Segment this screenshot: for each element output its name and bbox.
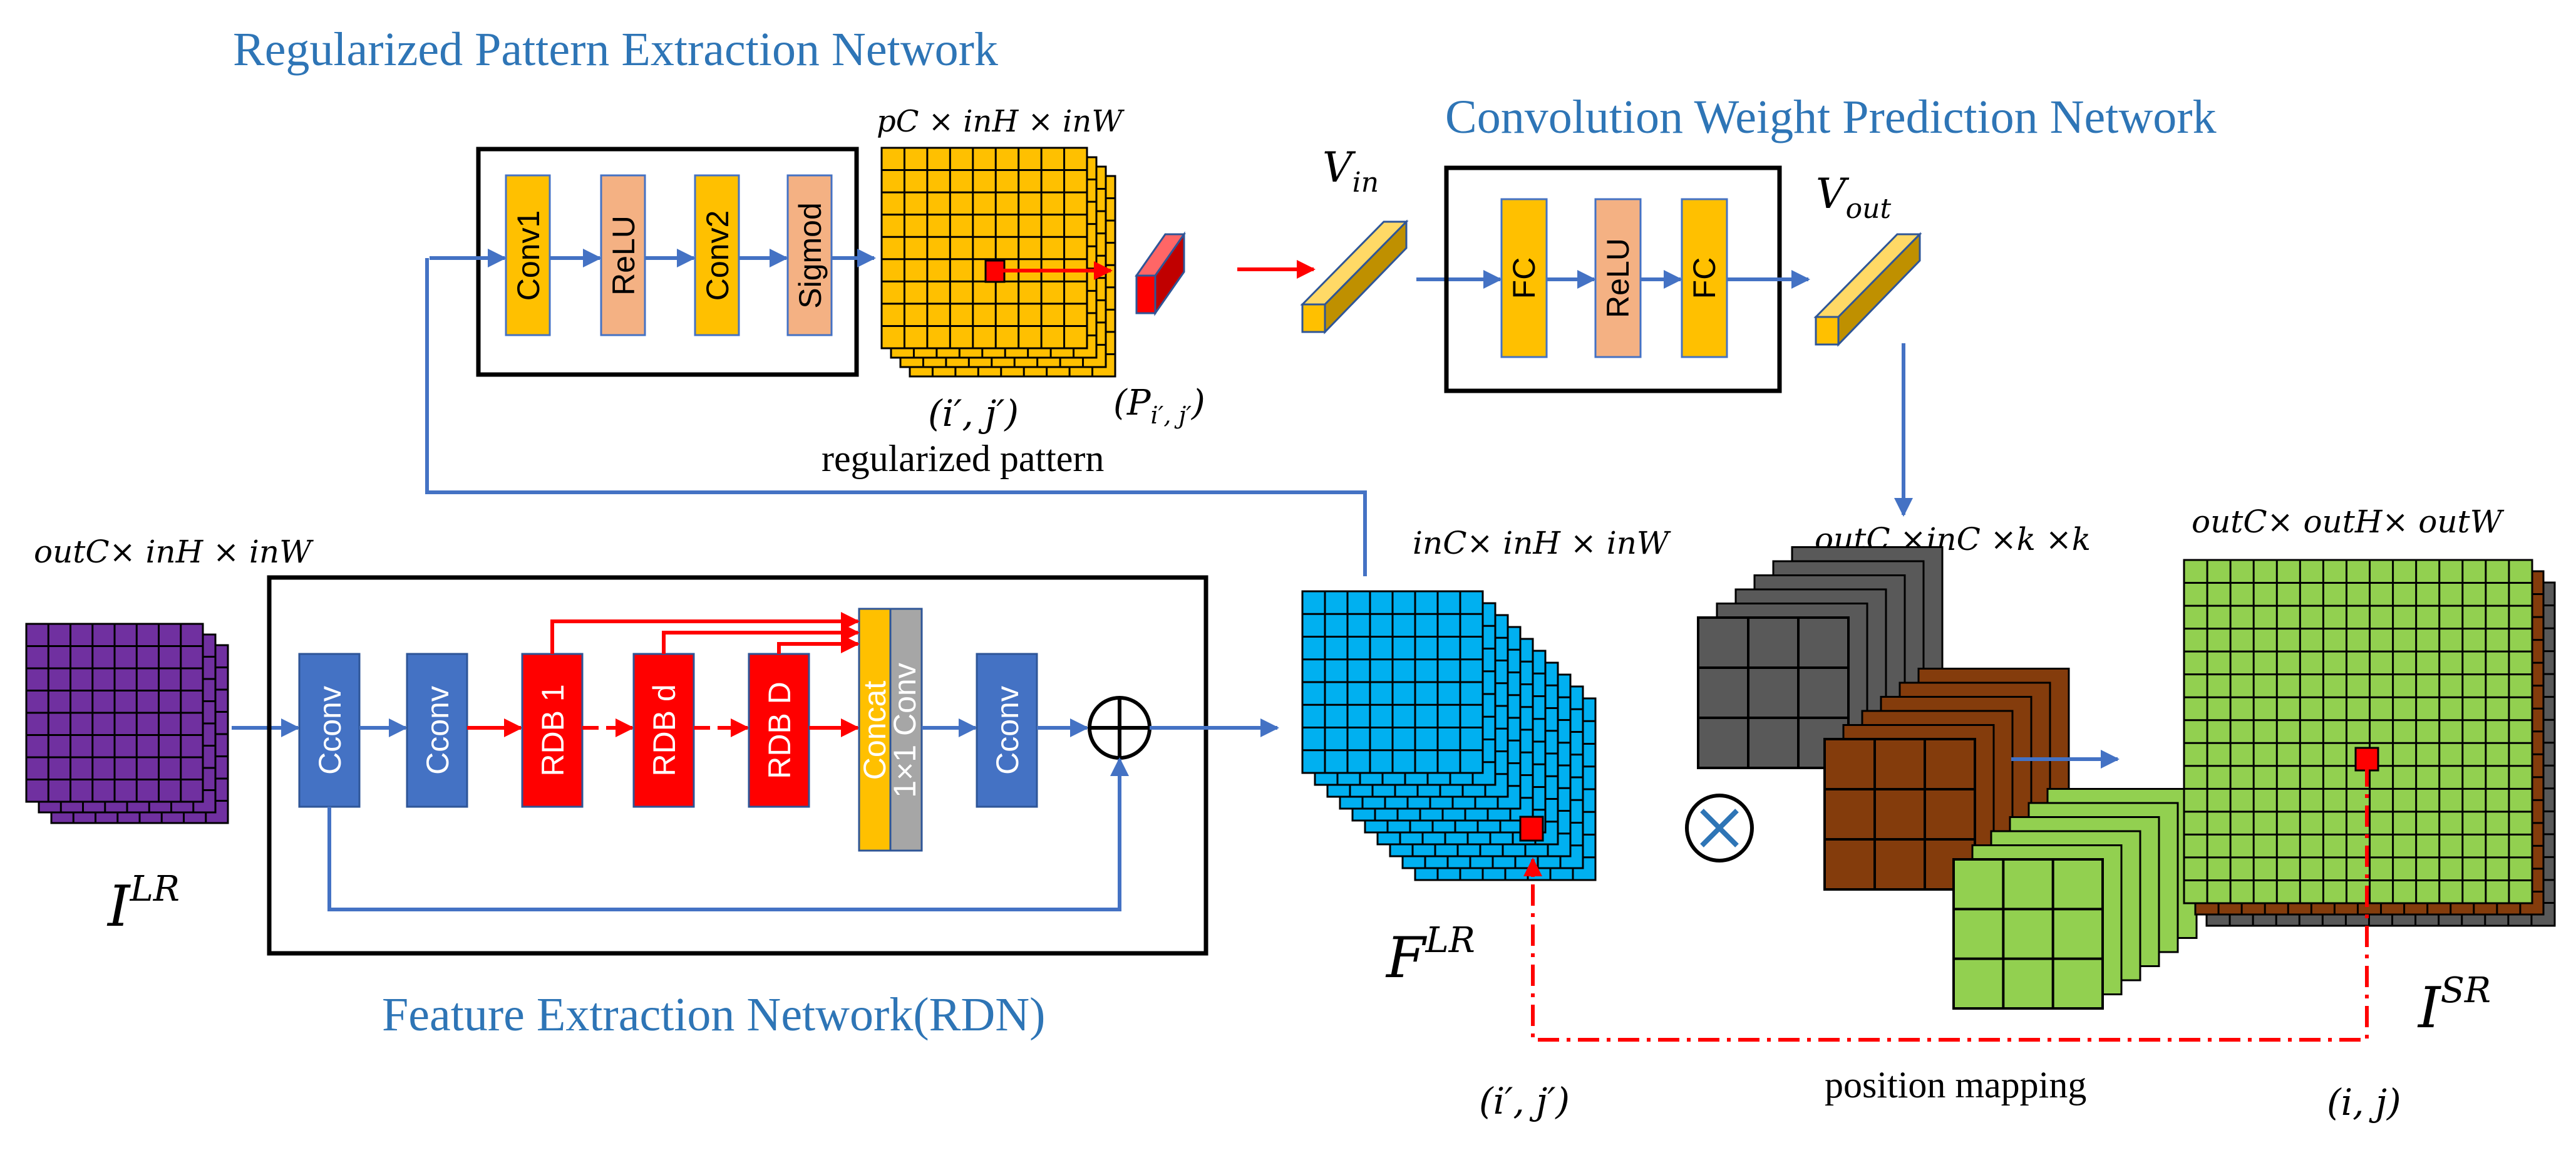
i-sr-label: ISR [2417, 970, 2491, 1041]
block-conv1: Conv1 [505, 174, 551, 336]
block-conv2: Conv2 [694, 174, 740, 336]
weight-net-title: Convolution Weight Prediction Network [1445, 91, 2217, 143]
weight-tensor-gray [1697, 546, 1944, 769]
v-out-label: Vout [1816, 170, 1892, 225]
feature-net-title: Feature Extraction Network(RDN) [382, 988, 1045, 1041]
regularized-pattern-label: regularized pattern [822, 438, 1104, 479]
svg-text:Cconv: Cconv [990, 686, 1025, 775]
lr-position-label: (i′, j′) [1479, 1080, 1570, 1122]
feature-dims-label: inC× inH × inW [1413, 525, 1671, 561]
block-rdb-D: RDB D [748, 653, 810, 808]
sum-operator [1088, 696, 1151, 760]
output-image-tensor [2183, 559, 2556, 927]
weight-net: FC ReLU FC [1444, 165, 1810, 393]
pattern-position-label: (i′, j′) [928, 392, 1019, 435]
pattern-vector-label: (Pi′, j′) [1113, 383, 1205, 429]
block-relu: ReLU [600, 174, 646, 336]
block-rdb-d: RDB d [632, 653, 695, 808]
pattern-dims-label: pC × inH × inW [877, 104, 1125, 139]
svg-text:Sigmod: Sigmod [793, 202, 828, 309]
svg-text:ReLU: ReLU [606, 215, 641, 296]
pattern-net-frame [476, 147, 859, 377]
feature-map-tensor [1301, 590, 1597, 881]
position-mapping-label: position mapping [1825, 1064, 2086, 1106]
svg-text:Cconv: Cconv [312, 686, 348, 775]
pattern-tensor [880, 147, 1116, 378]
feature-net: Cconv Cconv RDB 1 RDB d RDB D Concat [267, 575, 1208, 956]
svg-text:RDB D: RDB D [762, 681, 797, 779]
svg-text:FC: FC [1687, 257, 1722, 299]
feature-net-frame [267, 575, 1208, 956]
input-image-tensor [25, 623, 229, 824]
block-fc-2: FC [1681, 198, 1728, 358]
svg-text:FC: FC [1507, 257, 1542, 299]
position-mapping-path [1523, 765, 2369, 1042]
svg-text:Conv1: Conv1 [511, 210, 546, 301]
i-lr-label: ILR [106, 869, 180, 940]
f-lr-label: FLR [1385, 920, 1475, 991]
block-sigmod: Sigmod [786, 174, 833, 336]
svg-text:Concat: Concat [857, 681, 892, 780]
svg-text:RDB 1: RDB 1 [535, 684, 570, 776]
svg-text:RDB d: RDB d [647, 684, 682, 776]
output-dims-label: outC× outH× outW [2192, 504, 2505, 540]
pattern-vector-red [1135, 231, 1186, 316]
block-cconv-2: Cconv [406, 653, 468, 808]
pattern-net: Conv1 ReLU Conv2 Sigmod [430, 147, 876, 377]
v-out-vector [1813, 232, 1922, 347]
v-in-vector [1300, 219, 1409, 334]
svg-text:1×1 Conv: 1×1 Conv [887, 663, 922, 797]
svg-text:ReLU: ReLU [1600, 238, 1636, 318]
block-rdb-1: RDB 1 [521, 653, 584, 808]
sr-position-label: (i, j) [2327, 1081, 2401, 1124]
block-cconv-3: Cconv [976, 653, 1038, 808]
block-fc-1: FC [1500, 198, 1548, 358]
block-cconv-1: Cconv [298, 653, 361, 808]
block-conv-1x1: 1×1 Conv [887, 608, 923, 852]
input-dims-label: outC× inH × inW [34, 534, 314, 570]
svg-text:Cconv: Cconv [420, 686, 455, 775]
v-in-label: Vin [1322, 143, 1379, 199]
weight-tensor-green [1952, 788, 2198, 1010]
svg-text:Conv2: Conv2 [700, 210, 735, 301]
convolution-operator [1685, 794, 1754, 862]
pattern-net-title: Regularized Pattern Extraction Network [233, 23, 998, 76]
block-relu-fc: ReLU [1594, 198, 1642, 358]
block-concat: Concat [857, 608, 892, 852]
